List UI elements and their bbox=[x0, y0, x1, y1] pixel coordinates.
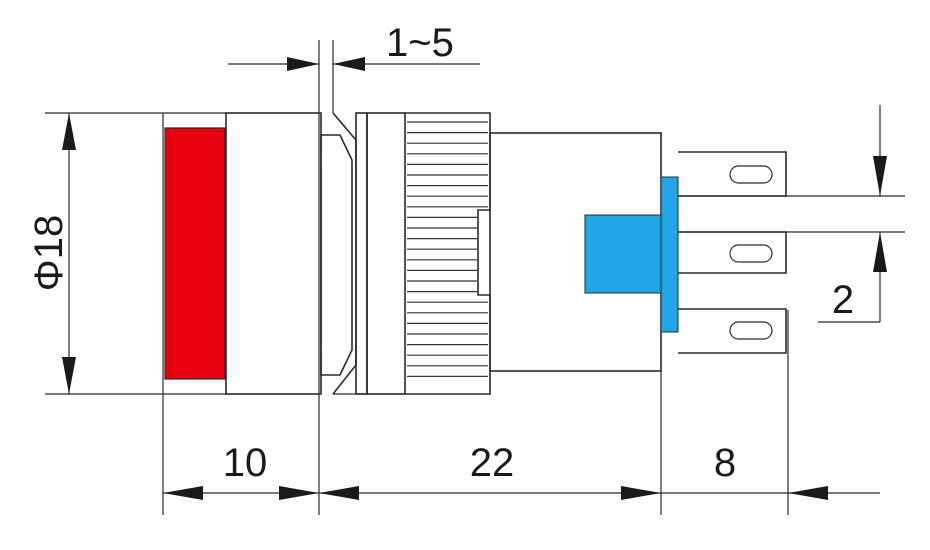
terminal-pitch-label: 2 bbox=[832, 278, 854, 322]
diameter-label: Φ18 bbox=[27, 215, 71, 291]
dim-diameter: Φ18 bbox=[27, 112, 163, 395]
dim-panel-thickness: 1~5 bbox=[228, 21, 480, 71]
terminal-top bbox=[678, 151, 787, 197]
ribbed-body bbox=[405, 112, 491, 395]
blue-actuator bbox=[584, 176, 679, 333]
dim-terminal-pitch: 2 bbox=[678, 105, 905, 323]
dim-body-length: 22 bbox=[319, 441, 661, 500]
red-lens bbox=[164, 127, 226, 380]
panel-thickness-label: 1~5 bbox=[386, 21, 454, 65]
terminal-bottom bbox=[678, 308, 789, 515]
dim-lens-depth: 10 bbox=[163, 441, 319, 500]
body-length-label: 22 bbox=[470, 441, 515, 485]
dim-terminal-length: 8 bbox=[661, 441, 880, 500]
terminal-middle bbox=[678, 231, 787, 274]
panel-nut bbox=[318, 40, 406, 515]
lens-depth-label: 10 bbox=[223, 441, 268, 485]
terminal-length-label: 8 bbox=[714, 441, 736, 485]
rear-body bbox=[489, 132, 662, 515]
